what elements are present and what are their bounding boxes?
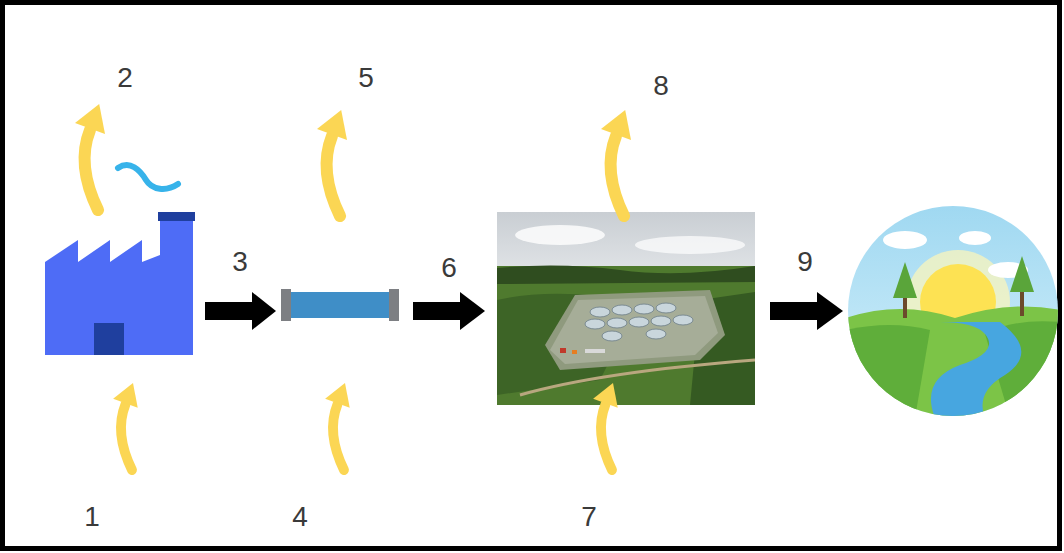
river-landscape bbox=[846, 204, 1060, 418]
callout-number: 4 bbox=[292, 503, 308, 531]
callout-number: 2 bbox=[117, 64, 133, 92]
factory-icon bbox=[45, 165, 195, 355]
callout-number: 7 bbox=[581, 503, 597, 531]
callout-number: 6 bbox=[441, 254, 457, 282]
callout-number: 9 bbox=[797, 248, 813, 276]
callout-number: 8 bbox=[653, 72, 669, 100]
frame bbox=[3, 3, 1060, 549]
energy-arrow bbox=[75, 104, 631, 470]
treatment-plant-photo bbox=[497, 212, 755, 405]
callout-number: 1 bbox=[84, 503, 100, 531]
callout-number: 5 bbox=[358, 64, 374, 92]
pipe-icon bbox=[281, 289, 399, 321]
callout-number: 3 bbox=[232, 248, 248, 276]
